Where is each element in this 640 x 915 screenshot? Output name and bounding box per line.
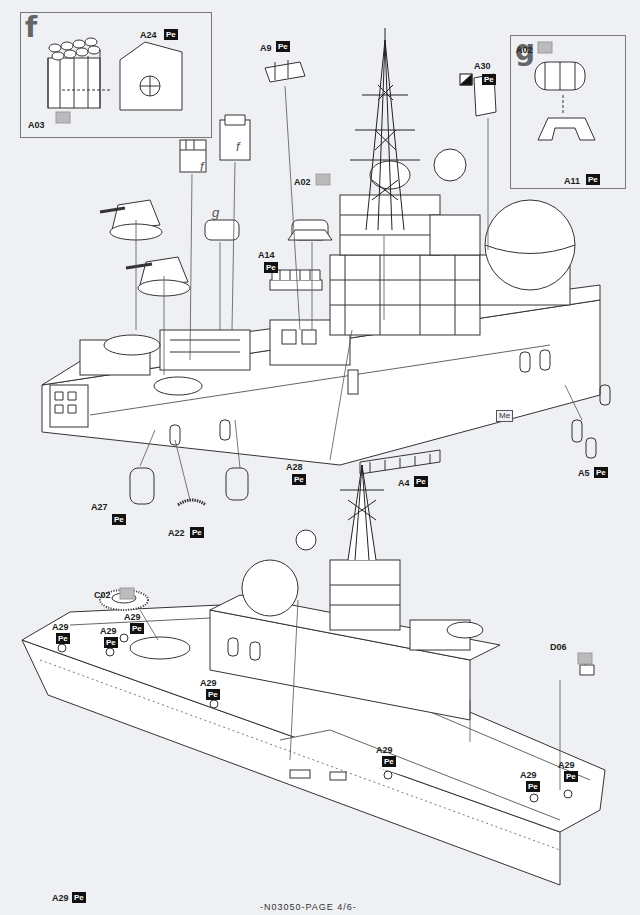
callout-number: A27 <box>91 502 108 512</box>
callout-number: A29 <box>520 770 537 780</box>
callout-number: A29 <box>100 626 117 636</box>
superstructure <box>42 149 600 465</box>
inset-box: g <box>510 35 626 189</box>
mast <box>350 28 420 230</box>
material-badge: Pe <box>276 41 290 52</box>
material-badge: Pe <box>206 689 220 700</box>
callout-number: A11 <box>564 176 580 186</box>
material-badge: Pe <box>526 781 540 792</box>
callout-number: A02 <box>294 177 311 187</box>
callout-number: A24 <box>140 30 157 40</box>
material-badge: Pe <box>414 476 428 487</box>
callout-number: A29 <box>376 745 393 755</box>
step-letter: f <box>236 140 240 153</box>
callout-number: A14 <box>258 250 275 260</box>
callout-number: A22 <box>168 528 185 538</box>
photo-etch-parts <box>130 350 610 505</box>
turret-ring <box>100 588 560 790</box>
step-letter: f <box>25 13 215 43</box>
inset-g-parts <box>535 42 595 140</box>
step-letter: g <box>212 206 219 219</box>
material-badge: Pe <box>482 74 496 85</box>
callout-number: A30 <box>474 61 491 71</box>
material-badge: Pe <box>292 474 306 485</box>
material-badge: Pe <box>382 756 396 767</box>
material-badge: Pe <box>164 29 178 40</box>
step-letter: f <box>200 160 204 173</box>
material-badge: Pe <box>56 633 70 644</box>
material-badge: Pe <box>594 467 608 478</box>
material-badge: Pe <box>190 527 204 538</box>
material-badge: Pe <box>586 174 600 185</box>
callout-number: A29 <box>52 622 69 632</box>
material-badge: Pe <box>104 637 118 648</box>
callout-number: A5 <box>578 468 590 478</box>
material-badge: Pe <box>564 771 578 782</box>
page-footer: -N03050-PAGE 4/6- <box>260 902 357 912</box>
gun-mounts <box>100 60 496 296</box>
inset-box: f <box>20 12 212 138</box>
material-badge: Pe <box>72 892 86 903</box>
material-badge: Pe <box>130 623 144 634</box>
callout-number: D06 <box>550 642 567 652</box>
lower-superstructure <box>210 465 594 720</box>
callout-number: A03 <box>28 120 45 130</box>
callout-number: A02 <box>516 45 533 55</box>
material-box: Me <box>496 410 513 422</box>
callout-number: A29 <box>200 678 217 688</box>
callout-number: A4 <box>398 478 410 488</box>
callout-number: A29 <box>124 612 141 622</box>
hull <box>22 605 605 885</box>
inset-f-parts <box>48 38 182 110</box>
leader-lines <box>136 86 488 460</box>
material-badge: Pe <box>112 514 126 525</box>
callout-number: A29 <box>52 893 69 903</box>
callout-number: A9 <box>260 43 272 53</box>
callout-number: C02 <box>94 590 111 600</box>
material-badge: Pe <box>264 262 278 273</box>
callout-number: A29 <box>558 760 575 770</box>
callout-number: A28 <box>286 462 303 472</box>
